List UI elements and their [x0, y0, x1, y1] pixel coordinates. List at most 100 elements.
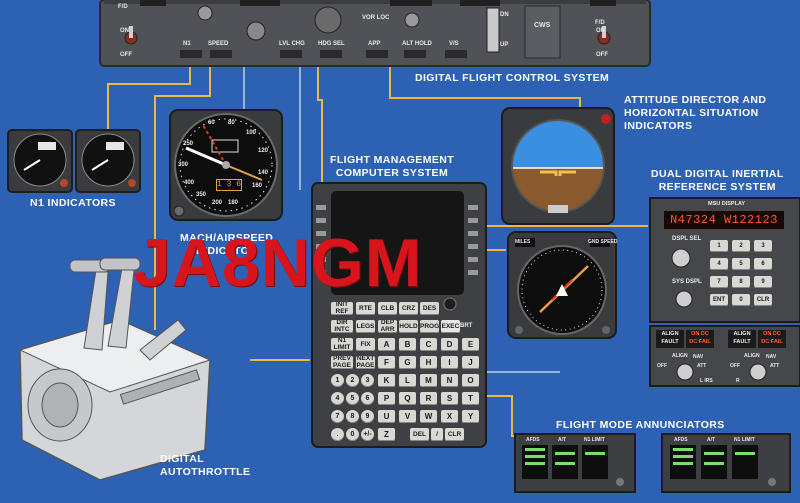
key-clr[interactable]: CLR: [445, 428, 464, 441]
key-init-ref[interactable]: INIT REF: [331, 302, 353, 315]
alt-hold-button[interactable]: [404, 50, 426, 58]
vs-button[interactable]: [445, 50, 467, 58]
key-digit-5[interactable]: 6: [361, 392, 374, 405]
airspeed-tick-350: 350: [196, 192, 207, 198]
key-dep-arr[interactable]: DEP ARR: [378, 320, 397, 333]
key-del[interactable]: DEL: [410, 428, 429, 441]
key-letter-g[interactable]: G: [399, 356, 416, 369]
irs-key-11[interactable]: CLR: [754, 294, 772, 306]
altitude-knob: [404, 12, 420, 28]
key-digit-10[interactable]: 0: [346, 428, 359, 441]
hsi-miles-window: [515, 238, 535, 247]
key-exec[interactable]: EXEC: [441, 320, 460, 333]
irs-key-5[interactable]: 6: [754, 258, 772, 270]
key-letter-j[interactable]: J: [462, 356, 479, 369]
irs-key-0[interactable]: 1: [710, 240, 728, 252]
fma-left-n1limit: N1 LIMIT: [584, 437, 605, 443]
irs-key-8[interactable]: 9: [754, 276, 772, 288]
key-n1-limit[interactable]: N1 LIMIT: [331, 338, 353, 351]
key-letter-v[interactable]: V: [399, 410, 416, 423]
key-letter-x[interactable]: X: [441, 410, 458, 423]
key-letter-s[interactable]: S: [441, 392, 458, 405]
key-digit-0[interactable]: 1: [331, 374, 344, 387]
irs-key-1[interactable]: 2: [732, 240, 750, 252]
key-letter-k[interactable]: K: [378, 374, 395, 387]
label-fma: FLIGHT MODE ANNUNCIATORS: [556, 419, 725, 431]
vs-wheel: [314, 6, 342, 34]
key-letter-q[interactable]: Q: [399, 392, 416, 405]
fma-left: [514, 433, 636, 493]
key-letter-z[interactable]: Z: [378, 428, 395, 441]
key-letter-c[interactable]: C: [420, 338, 437, 351]
n1-button[interactable]: [180, 50, 202, 58]
key-fix[interactable]: FIX: [356, 338, 375, 351]
app-button-label: APP: [368, 41, 381, 47]
key-digit-3[interactable]: 4: [331, 392, 344, 405]
key-letter-r[interactable]: R: [420, 392, 437, 405]
lvl-chg-button-label: LVL CHG: [279, 41, 305, 47]
key-digit-11[interactable]: +/-: [361, 428, 374, 441]
key-hold[interactable]: HOLD: [399, 320, 418, 333]
speed-button[interactable]: [210, 50, 232, 58]
irs-key-2[interactable]: 3: [754, 240, 772, 252]
cable-mcp-n1: [107, 60, 191, 130]
heading-knob: [246, 21, 266, 41]
hdg-sel-button[interactable]: [320, 50, 342, 58]
key-letter-o[interactable]: O: [462, 374, 479, 387]
key-crz[interactable]: CRZ: [399, 302, 418, 315]
irs-key-3[interactable]: 4: [710, 258, 728, 270]
irs-right-align-light: ALIGN: [728, 330, 756, 348]
key-letter-b[interactable]: B: [399, 338, 416, 351]
irs-key-7[interactable]: 8: [732, 276, 750, 288]
key-letter-h[interactable]: H: [420, 356, 437, 369]
key-letter-y[interactable]: Y: [462, 410, 479, 423]
fd-right-on: ON: [596, 28, 605, 34]
irs-key-10[interactable]: 0: [732, 294, 750, 306]
key-digit-2[interactable]: 3: [361, 374, 374, 387]
key-digit-7[interactable]: 8: [346, 410, 359, 423]
cdu-screen: [331, 191, 464, 295]
key-next-page[interactable]: NEXT PAGE: [356, 356, 375, 369]
key-prev-page[interactable]: PREV PAGE: [331, 356, 353, 369]
key-prog[interactable]: PROG: [420, 320, 439, 333]
sys-dspl-label: SYS DSPL: [672, 279, 702, 285]
key-slash[interactable]: /: [431, 428, 443, 441]
key-letter-p[interactable]: P: [378, 392, 395, 405]
mcp-readout-3: [390, 0, 432, 6]
fd-left-label: F/D: [118, 4, 128, 11]
app-button[interactable]: [366, 50, 388, 58]
key-digit-6[interactable]: 7: [331, 410, 344, 423]
key-digit-9[interactable]: .: [331, 428, 344, 441]
key-letter-d[interactable]: D: [441, 338, 458, 351]
key-letter-m[interactable]: M: [420, 374, 437, 387]
key-digit-1[interactable]: 2: [346, 374, 359, 387]
n1-indicator-right: [75, 129, 141, 193]
key-des[interactable]: DES: [420, 302, 439, 315]
key-legs[interactable]: LEGS: [356, 320, 375, 333]
irs-key-4[interactable]: 5: [732, 258, 750, 270]
key-letter-f[interactable]: F: [378, 356, 395, 369]
key-letter-l[interactable]: L: [399, 374, 416, 387]
key-clb[interactable]: CLB: [378, 302, 397, 315]
irs-key-9[interactable]: ENT: [710, 294, 728, 306]
key-letter-e[interactable]: E: [462, 338, 479, 351]
key-dir-intc[interactable]: DIR INTC: [331, 320, 353, 333]
fd-right-fd: F/D: [595, 20, 605, 26]
key-letter-w[interactable]: W: [420, 410, 437, 423]
irs-key-6[interactable]: 7: [710, 276, 728, 288]
key-letter-t[interactable]: T: [462, 392, 479, 405]
key-rte[interactable]: RTE: [356, 302, 375, 315]
key-letter-n[interactable]: N: [441, 374, 458, 387]
key-letter-u[interactable]: U: [378, 410, 395, 423]
cable-fmc-fma: [486, 395, 520, 437]
key-letter-a[interactable]: A: [378, 338, 395, 351]
mcp-readout-4: [460, 0, 500, 6]
airspeed-tick-60: 60: [208, 120, 215, 126]
lvl-chg-button[interactable]: [280, 50, 302, 58]
alt-hold-button-label: ALT HOLD: [402, 41, 432, 47]
key-digit-4[interactable]: 5: [346, 392, 359, 405]
barber-pole: [202, 124, 227, 166]
key-digit-8[interactable]: 9: [361, 410, 374, 423]
irs-left-ondc-light: ON DC: [686, 330, 714, 348]
key-letter-i[interactable]: I: [441, 356, 458, 369]
